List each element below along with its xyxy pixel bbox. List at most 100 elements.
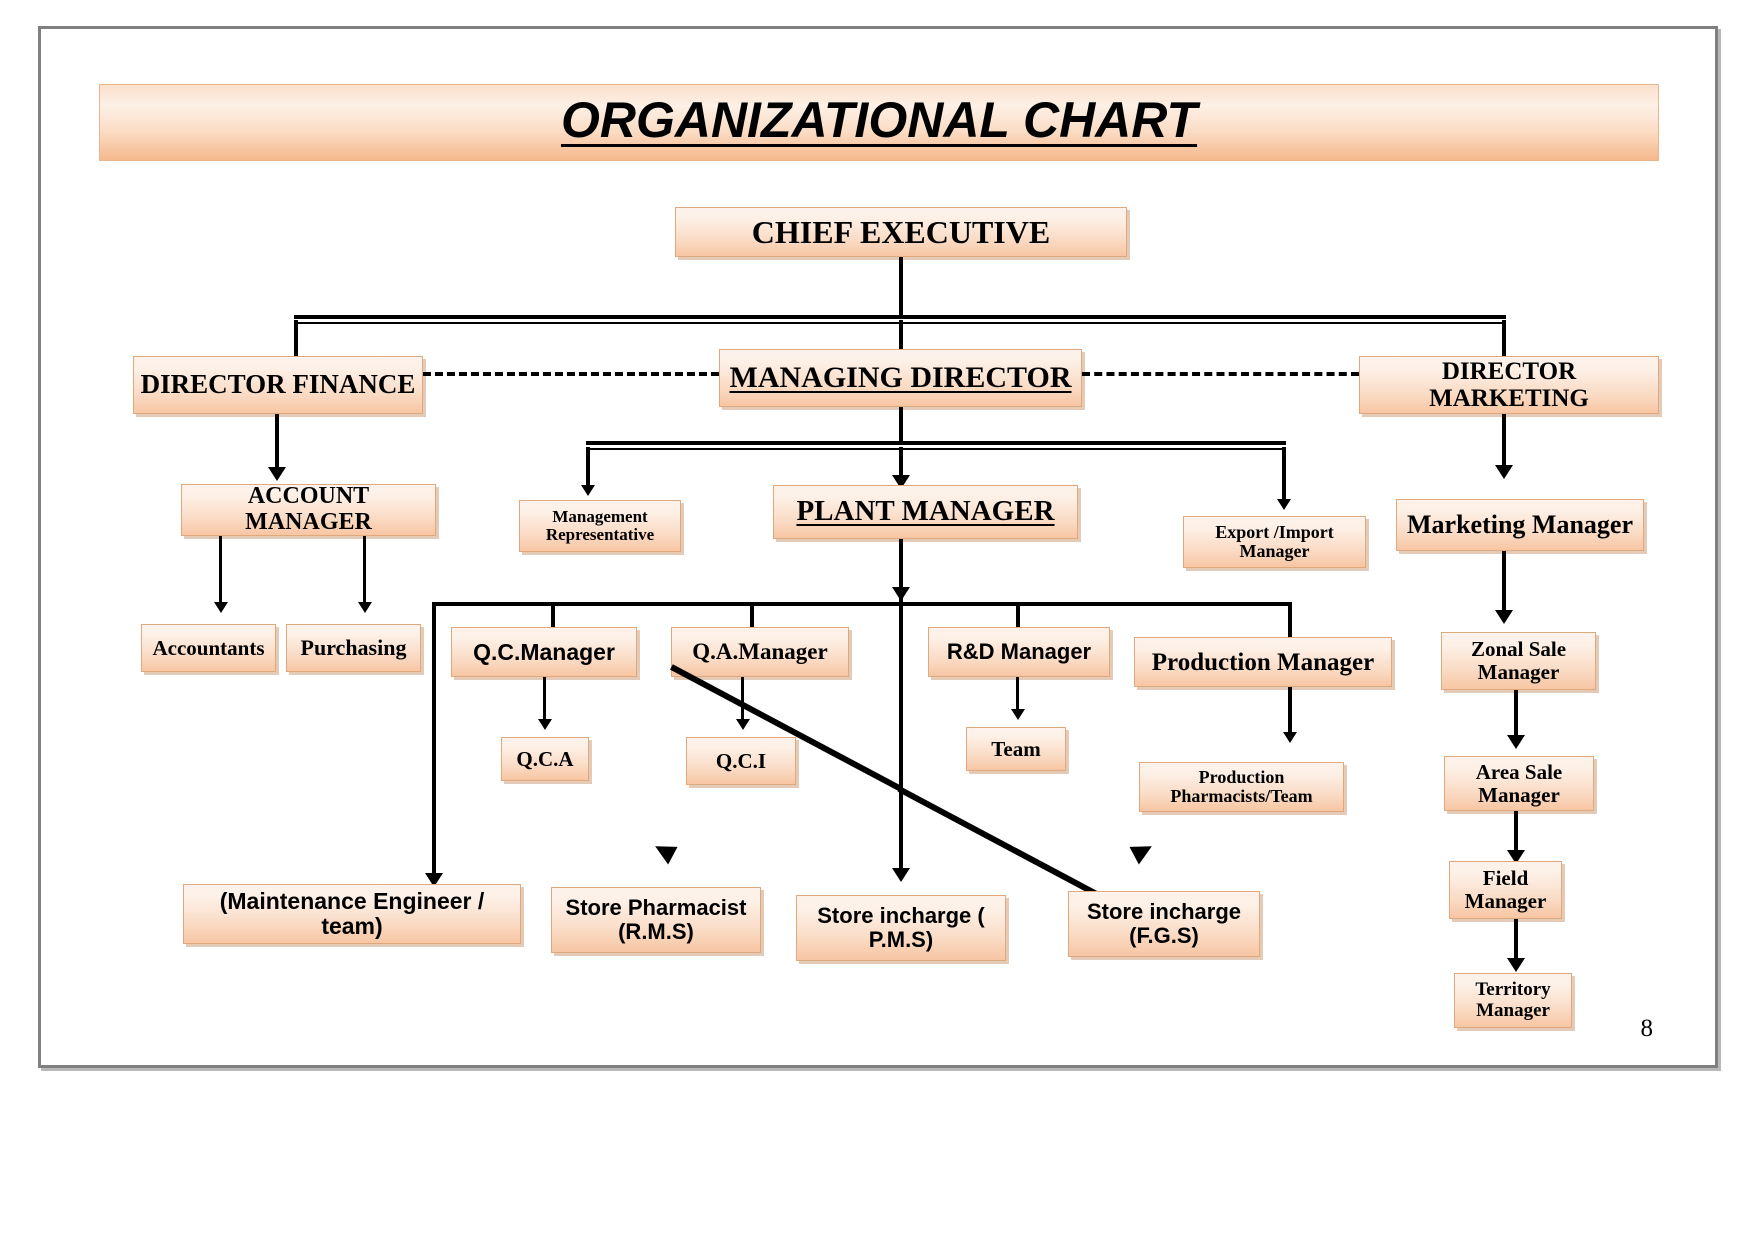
node-qc-manager[interactable]: Q.C.Manager: [451, 627, 637, 677]
arrowhead-accountants: [214, 602, 228, 613]
connector-mm-to-zonal: [1502, 551, 1506, 613]
node-zonal-sale-manager-label: Zonal Sale Manager: [1470, 637, 1567, 684]
node-plant-manager[interactable]: PLANT MANAGER: [773, 485, 1078, 539]
node-qci-label: Q.C.I: [715, 748, 767, 773]
node-plant-manager-label: PLANT MANAGER: [796, 495, 1055, 528]
connector-pm-to-pharmacists: [1288, 687, 1292, 735]
page-title: ORGANIZATIONAL CHART: [560, 92, 1198, 148]
node-production-pharmacists[interactable]: Production Pharmacists/Team: [1139, 762, 1344, 812]
connector-am-to-purchasing: [363, 536, 366, 604]
connector-ce-to-finance: [294, 320, 298, 366]
node-field-manager-label: Field Manager: [1464, 866, 1547, 913]
node-director-finance[interactable]: DIRECTOR FINANCE: [133, 356, 423, 414]
connector-plant-bus: [432, 602, 1292, 606]
connector-md-to-mgmtrep: [586, 447, 590, 487]
node-team[interactable]: Team: [966, 727, 1066, 771]
connector-plant-trunk-lower: [899, 602, 903, 788]
node-qa-manager[interactable]: Q.A.Manager: [671, 627, 849, 677]
connector-md-to-exim: [1282, 447, 1286, 501]
connector-finance-to-account: [275, 414, 279, 470]
arrowhead-mgmt-rep: [581, 485, 595, 496]
node-account-manager[interactable]: ACCOUNT MANAGER: [181, 483, 436, 536]
arrowhead-purchasing: [358, 602, 372, 613]
org-chart-canvas: ORGANIZATIONAL CHART CHIEF EXECUTIVE DIR…: [41, 29, 1715, 1065]
connector-plant-to-qa: [750, 602, 754, 634]
arrowhead-store-pharmacist-rms: [650, 837, 678, 865]
node-accountants[interactable]: Accountants: [141, 624, 276, 672]
node-export-import-manager[interactable]: Export /Import Manager: [1183, 516, 1366, 568]
connector-marketing-to-mm: [1502, 414, 1506, 468]
node-zonal-sale-manager[interactable]: Zonal Sale Manager: [1441, 632, 1596, 690]
node-director-finance-label: DIRECTOR FINANCE: [140, 369, 416, 400]
node-purchasing[interactable]: Purchasing: [286, 624, 421, 672]
node-management-representative[interactable]: Management Representative: [519, 500, 681, 552]
connector-md-to-plant: [899, 447, 903, 478]
node-territory-manager[interactable]: Territory Manager: [1454, 973, 1572, 1028]
node-production-manager-label: Production Manager: [1151, 648, 1375, 676]
node-export-import-manager-label: Export /Import Manager: [1215, 521, 1334, 561]
node-qci[interactable]: Q.C.I: [686, 737, 796, 785]
arrowhead-marketing-manager: [1495, 465, 1513, 479]
node-area-sale-manager[interactable]: Area Sale Manager: [1444, 756, 1594, 811]
arrowhead-store-incharge-fgs: [1129, 837, 1157, 865]
arrowhead-territory-manager: [1507, 958, 1525, 972]
node-field-manager[interactable]: Field Manager: [1449, 861, 1562, 919]
connector-area-to-field: [1514, 811, 1518, 853]
document-page: ORGANIZATIONAL CHART CHIEF EXECUTIVE DIR…: [38, 26, 1718, 1068]
node-managing-director[interactable]: MANAGING DIRECTOR: [719, 349, 1082, 407]
node-store-pharmacist-rms-label: Store Pharmacist (R.M.S): [565, 895, 747, 944]
node-marketing-manager-label: Marketing Manager: [1406, 509, 1633, 539]
page-number: 8: [1640, 1015, 1654, 1042]
node-maintenance-engineer[interactable]: (Maintenance Engineer / team): [183, 884, 521, 944]
node-team-label: Team: [991, 736, 1041, 761]
node-management-representative-label: Management Representative: [545, 506, 655, 544]
connector-plant-to-pms: [899, 786, 903, 871]
node-chief-executive[interactable]: CHIEF EXECUTIVE: [675, 207, 1127, 257]
node-store-incharge-pms-label: Store incharge ( P.M.S): [817, 903, 985, 952]
arrowhead-account-manager: [268, 467, 286, 481]
arrowhead-export-import: [1277, 499, 1291, 510]
node-managing-director-label: MANAGING DIRECTOR: [729, 360, 1072, 394]
connector-finance-md-dashed: [423, 372, 719, 376]
connector-zonal-to-area: [1514, 690, 1518, 738]
node-chief-executive-label: CHIEF EXECUTIVE: [751, 213, 1051, 250]
node-qa-manager-label: Q.A.Manager: [692, 638, 828, 664]
connector-qc-to-qca: [543, 677, 546, 721]
node-area-sale-manager-label: Area Sale Manager: [1475, 759, 1563, 807]
connector-field-to-territory: [1514, 919, 1518, 961]
node-store-incharge-fgs[interactable]: Store incharge (F.G.S): [1068, 891, 1260, 957]
node-rd-manager[interactable]: R&D Manager: [928, 627, 1110, 677]
node-maintenance-engineer-label: (Maintenance Engineer / team): [219, 888, 485, 939]
node-qc-manager-label: Q.C.Manager: [473, 638, 615, 665]
chart-title-banner: ORGANIZATIONAL CHART: [99, 84, 1659, 161]
node-store-incharge-pms[interactable]: Store incharge ( P.M.S): [796, 895, 1006, 961]
node-accountants-label: Accountants: [152, 635, 265, 660]
connector-qa-to-qci: [741, 677, 744, 721]
node-director-marketing[interactable]: DIRECTOR MARKETING: [1359, 356, 1659, 414]
connector-rd-to-team: [1016, 677, 1019, 711]
arrowhead-store-incharge-pms: [892, 868, 910, 882]
arrowhead-zonal-sale-manager: [1495, 610, 1513, 624]
arrowhead-qci: [736, 719, 750, 730]
connector-plant-to-production: [1288, 602, 1292, 647]
arrowhead-production-pharmacists: [1283, 732, 1297, 743]
node-purchasing-label: Purchasing: [300, 635, 407, 661]
connector-ce-stem: [899, 257, 903, 315]
node-production-manager[interactable]: Production Manager: [1134, 637, 1392, 687]
connector-plant-to-qc: [551, 602, 555, 634]
node-store-incharge-fgs-label: Store incharge (F.G.S): [1086, 899, 1242, 948]
connector-md-marketing-dashed: [1082, 372, 1359, 376]
connector-ce-to-md: [899, 320, 903, 357]
arrowhead-maintenance-engineer: [425, 873, 443, 887]
connector-md-stem: [899, 407, 903, 443]
node-qca[interactable]: Q.C.A: [501, 737, 589, 781]
node-director-marketing-label: DIRECTOR MARKETING: [1429, 358, 1589, 412]
connector-ce-to-marketing: [1502, 320, 1506, 366]
node-store-pharmacist-rms[interactable]: Store Pharmacist (R.M.S): [551, 887, 761, 953]
connector-am-to-accountants: [219, 536, 222, 604]
arrowhead-qca: [538, 719, 552, 730]
arrowhead-team: [1011, 709, 1025, 720]
node-marketing-manager[interactable]: Marketing Manager: [1396, 499, 1644, 551]
node-account-manager-label: ACCOUNT MANAGER: [245, 483, 372, 535]
arrowhead-area-sale-manager: [1507, 735, 1525, 749]
